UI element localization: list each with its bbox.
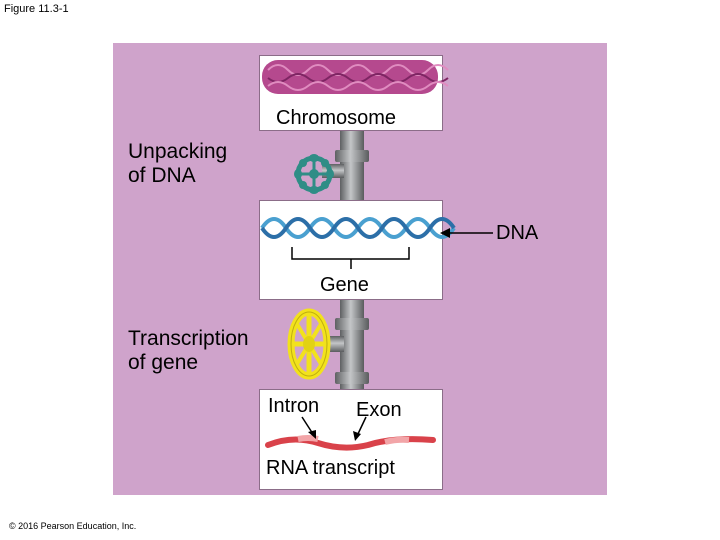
intron-label: Intron — [268, 395, 320, 417]
pipe-joint-mid — [335, 318, 369, 330]
gene-label: Gene — [320, 274, 369, 296]
chromosome-icon — [262, 60, 449, 94]
pipe-joint-top — [335, 150, 369, 162]
intron-arrow — [301, 416, 314, 435]
chromosome-label: Chromosome — [276, 107, 397, 129]
rna-transcript-label: RNA transcript — [266, 457, 395, 479]
unpacking-label: Unpacking of DNA — [128, 140, 228, 187]
dna-label: DNA — [496, 222, 539, 244]
copyright-notice: © 2016 Pearson Education, Inc. — [9, 521, 137, 531]
gene-bracket — [291, 247, 410, 269]
pipe-joint-low — [335, 372, 369, 384]
exon-label: Exon — [356, 399, 402, 421]
figure-title: Figure 11.3-1 — [4, 3, 69, 15]
transcription-label: Transcription of gene — [128, 327, 249, 374]
exon-arrow — [356, 416, 367, 437]
yellow-valve-icon — [287, 308, 331, 380]
dna-box — [259, 200, 443, 300]
valve-icon — [294, 154, 334, 194]
dna-helix-icon — [260, 217, 456, 239]
rna-transcript-strand — [265, 435, 436, 451]
